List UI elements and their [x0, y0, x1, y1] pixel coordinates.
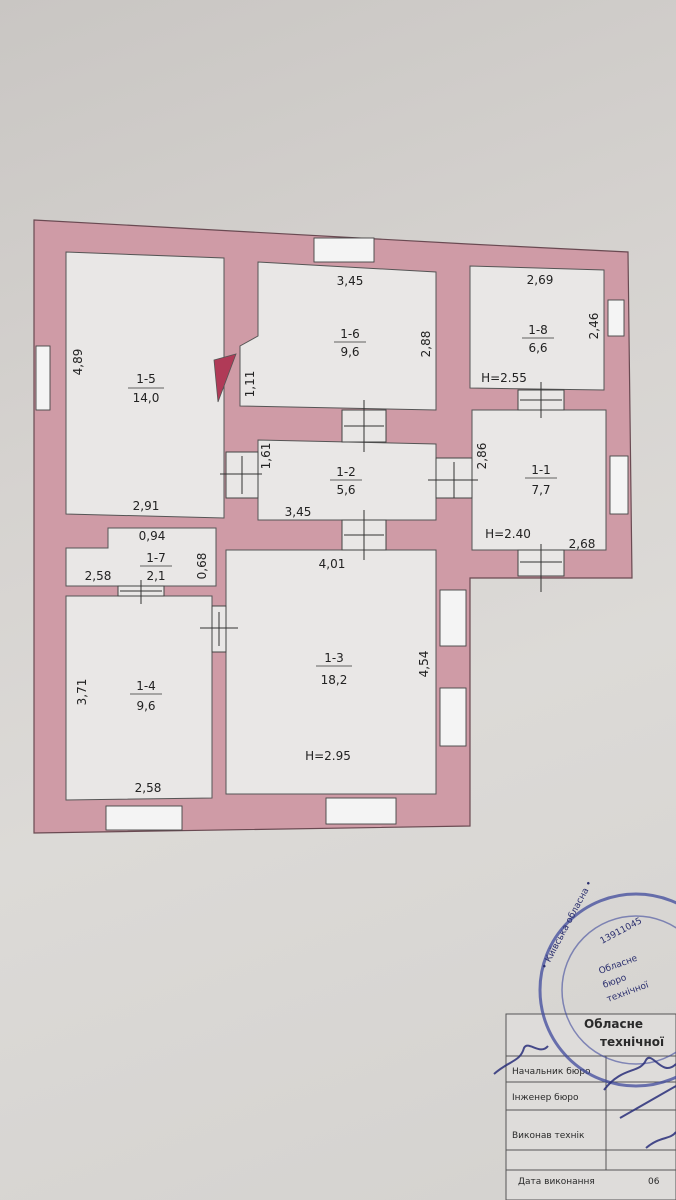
title-row-engineer: Інженер бюро — [512, 1093, 579, 1103]
dim-1-6-height: 2,88 — [419, 331, 433, 358]
height-1-8: H=2.55 — [481, 371, 527, 385]
window-bottom-1-3 — [325, 797, 397, 825]
window-top-1-6 — [313, 237, 375, 263]
room-1-7 — [65, 527, 217, 587]
dim-1-5-height: 4,89 — [71, 349, 85, 376]
dim-1-4-height: 3,71 — [75, 679, 89, 706]
stamp-line-1: Обласне — [598, 953, 640, 976]
windows — [35, 237, 629, 831]
window-right-1-3-a — [439, 589, 467, 647]
height-1-1: H=2.40 — [485, 527, 531, 541]
room-1-4-id: 1-4 — [136, 679, 156, 693]
title-block: Начальник бюро Інженер бюро Виконав техн… — [505, 1013, 676, 1200]
room-1-1-area: 7,7 — [531, 483, 550, 497]
room-1-5-area: 14,0 — [133, 391, 160, 405]
dim-1-3-width: 4,01 — [319, 557, 346, 571]
room-1-5-id: 1-5 — [136, 372, 156, 386]
dim-1-7-height: 0,68 — [195, 553, 209, 580]
window-right-1-3-b — [439, 687, 467, 747]
dim-1-1-height: 2,86 — [475, 443, 489, 470]
room-1-8-id: 1-8 — [528, 323, 548, 337]
dim-1-2-height: 1,61 — [259, 443, 273, 470]
dim-1-7-width-top: 0,94 — [139, 529, 166, 543]
room-1-1-id: 1-1 — [531, 463, 551, 477]
title-row-technician: Виконав технік — [512, 1131, 585, 1141]
room-1-6 — [239, 261, 437, 411]
dim-1-5-width: 2,91 — [133, 499, 160, 513]
dim-1-6-recess: 1,11 — [243, 371, 257, 398]
room-1-2-id: 1-2 — [336, 465, 356, 479]
height-1-3: H=2.95 — [305, 749, 351, 763]
dim-1-8-width: 2,69 — [527, 273, 554, 287]
room-1-6-area: 9,6 — [340, 345, 359, 359]
window-right-1-1 — [609, 455, 629, 515]
dim-1-2-width: 3,45 — [285, 505, 312, 519]
window-right-1-8 — [607, 299, 625, 337]
room-1-7-area: 2,1 — [146, 569, 165, 583]
dim-1-3-height: 4,54 — [417, 651, 431, 678]
room-1-3-area: 18,2 — [321, 673, 348, 687]
title-date-value: 06 — [648, 1177, 660, 1187]
rooms — [65, 251, 607, 801]
room-labels: 1-5 14,0 1-6 9,6 1-8 6,6 1-2 5,6 1-1 7,7… — [128, 323, 557, 713]
room-1-8-area: 6,6 — [528, 341, 547, 355]
room-1-2-area: 5,6 — [336, 483, 355, 497]
room-1-8 — [469, 265, 605, 391]
dim-1-6-width: 3,45 — [337, 274, 364, 288]
stamp-ring-text: • Київська обласна • — [540, 879, 595, 971]
title-org-fragment: Обласне — [584, 1017, 643, 1031]
room-1-4-area: 9,6 — [136, 699, 155, 713]
room-1-7-id: 1-7 — [146, 551, 166, 565]
title-row-chief: Начальник бюро — [512, 1067, 591, 1077]
title-date-label: Дата виконання — [518, 1177, 595, 1187]
door-marks — [120, 382, 562, 646]
dim-1-1-width: 2,68 — [569, 537, 596, 551]
signatures — [493, 1044, 676, 1149]
window-left-1-5 — [35, 345, 51, 411]
stamp-code: 13911045 — [599, 916, 644, 946]
title-org-fragment-2: технічної — [600, 1035, 664, 1049]
room-1-3-id: 1-3 — [324, 651, 344, 665]
room-1-5 — [65, 251, 225, 519]
chimney-marker — [213, 353, 237, 403]
window-bottom-1-4 — [105, 805, 183, 831]
dim-1-7-width: 2,58 — [85, 569, 112, 583]
room-1-6-id: 1-6 — [340, 327, 360, 341]
dim-1-8-height: 2,46 — [587, 313, 601, 340]
dim-1-4-width: 2,58 — [135, 781, 162, 795]
dimension-labels: 4,89 2,91 3,45 2,88 1,11 2,69 2,46 H=2.5… — [71, 273, 601, 795]
